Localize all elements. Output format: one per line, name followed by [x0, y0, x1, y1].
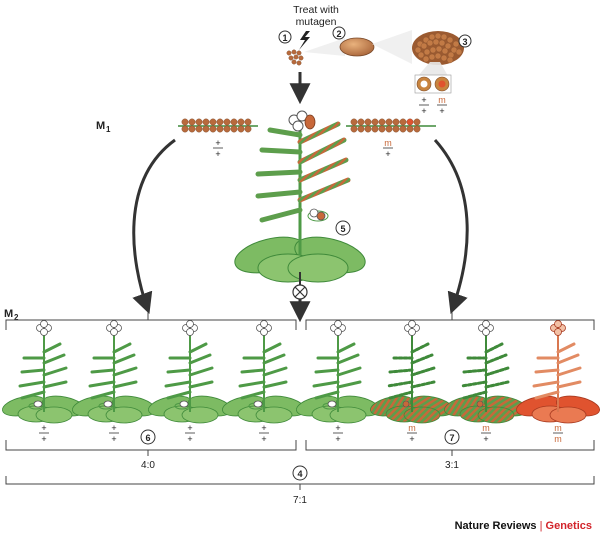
bracket-total — [5, 476, 595, 490]
svg-text:+: + — [421, 95, 426, 105]
m2-plant-wild-5 — [293, 319, 383, 425]
lightning-icon — [299, 31, 310, 50]
bracket-right-bottom — [305, 440, 595, 456]
step-marker-7: 7 — [444, 429, 460, 445]
svg-text:+: + — [261, 434, 266, 444]
svg-text:+: + — [41, 434, 46, 444]
svg-text:+: + — [483, 434, 488, 444]
step-marker-1: 1 — [278, 30, 292, 44]
m1-genotype-wild: + + — [213, 138, 223, 159]
arrow-right-curve — [433, 138, 469, 314]
svg-text:+: + — [439, 106, 444, 116]
m2-genotype-3: + + — [185, 423, 195, 444]
m1-chimeric-plant — [234, 110, 366, 283]
m2-plant-wild-2 — [69, 319, 159, 425]
generation-label-m2: M 2 — [4, 308, 19, 322]
svg-text:m: m — [408, 423, 416, 433]
ratio-right: 3:1 — [445, 460, 459, 471]
m2-plant-het-2 — [441, 319, 531, 425]
m2-bracket-right — [305, 312, 595, 330]
credit-separator: | — [539, 520, 543, 532]
m2-genotype-5: + + — [333, 423, 343, 444]
m2-genotype-6: m + — [407, 423, 417, 444]
ratio-left: 4:0 — [141, 460, 155, 471]
self-cross-icon — [292, 284, 308, 300]
step-marker-3: 3 — [458, 34, 472, 48]
m2-genotype-1: + + — [39, 423, 49, 444]
svg-text:m: m — [384, 138, 392, 148]
svg-text:M: M — [4, 308, 13, 320]
svg-text:2: 2 — [336, 29, 341, 39]
journal-subject: Genetics — [545, 520, 592, 532]
seed-pod-mutant — [346, 118, 436, 133]
bracket-left-bottom — [5, 440, 297, 456]
cell-pair — [414, 74, 452, 94]
svg-text:M: M — [96, 120, 105, 132]
arrow-left-curve — [132, 138, 176, 314]
cell-cluster — [412, 31, 464, 65]
m2-plant-hom — [513, 319, 600, 425]
svg-text:3: 3 — [462, 37, 467, 47]
step-marker-5: 5 — [335, 220, 351, 236]
step-marker-4: 4 — [292, 465, 308, 481]
m2-genotype-4: + + — [259, 423, 269, 444]
svg-text:+: + — [187, 423, 192, 433]
seed-pod-wild — [178, 118, 258, 133]
svg-text:+: + — [261, 423, 266, 433]
seed-enlarged — [339, 37, 375, 57]
svg-text:1: 1 — [282, 33, 287, 43]
svg-text:+: + — [385, 149, 390, 159]
svg-text:2: 2 — [14, 313, 19, 322]
svg-text:m: m — [482, 423, 490, 433]
m2-plant-het-1 — [367, 319, 457, 425]
svg-text:+: + — [421, 106, 426, 116]
svg-text:1: 1 — [106, 125, 111, 134]
seed-pile-small — [286, 49, 304, 66]
m2-genotype-2: + + — [109, 423, 119, 444]
svg-text:+: + — [41, 423, 46, 433]
svg-text:+: + — [111, 423, 116, 433]
step-marker-2: 2 — [332, 26, 346, 40]
mutagen-label-line2: mutagen — [296, 16, 337, 28]
svg-text:+: + — [215, 138, 220, 148]
svg-text:4: 4 — [297, 469, 302, 479]
cell-genotype-het: m + — [437, 95, 447, 116]
mutagen-label-line1: Treat with — [293, 4, 339, 16]
generation-label-m1: M 1 — [96, 120, 111, 134]
m1-genotype-het: m + — [383, 138, 393, 159]
m2-bracket-left — [5, 312, 297, 330]
svg-text:7: 7 — [449, 433, 454, 443]
cell-genotype-wild: + + — [419, 95, 429, 116]
svg-text:6: 6 — [145, 433, 150, 443]
journal-name: Nature Reviews — [454, 520, 537, 532]
m2-genotype-7: m + — [481, 423, 491, 444]
svg-text:m: m — [554, 434, 562, 444]
ratio-total: 7:1 — [293, 495, 307, 506]
svg-text:+: + — [187, 434, 192, 444]
svg-text:+: + — [111, 434, 116, 444]
step-marker-6: 6 — [140, 429, 156, 445]
svg-text:+: + — [335, 434, 340, 444]
svg-text:m: m — [438, 95, 446, 105]
svg-text:5: 5 — [340, 224, 345, 234]
svg-text:+: + — [335, 423, 340, 433]
m2-genotype-8: m m — [553, 423, 563, 444]
m2-plant-wild-3 — [145, 319, 235, 425]
svg-text:m: m — [554, 423, 562, 433]
svg-text:+: + — [409, 434, 414, 444]
m2-plant-wild-4 — [219, 319, 309, 425]
journal-credit: Nature Reviews | Genetics — [455, 520, 592, 532]
svg-text:+: + — [215, 149, 220, 159]
